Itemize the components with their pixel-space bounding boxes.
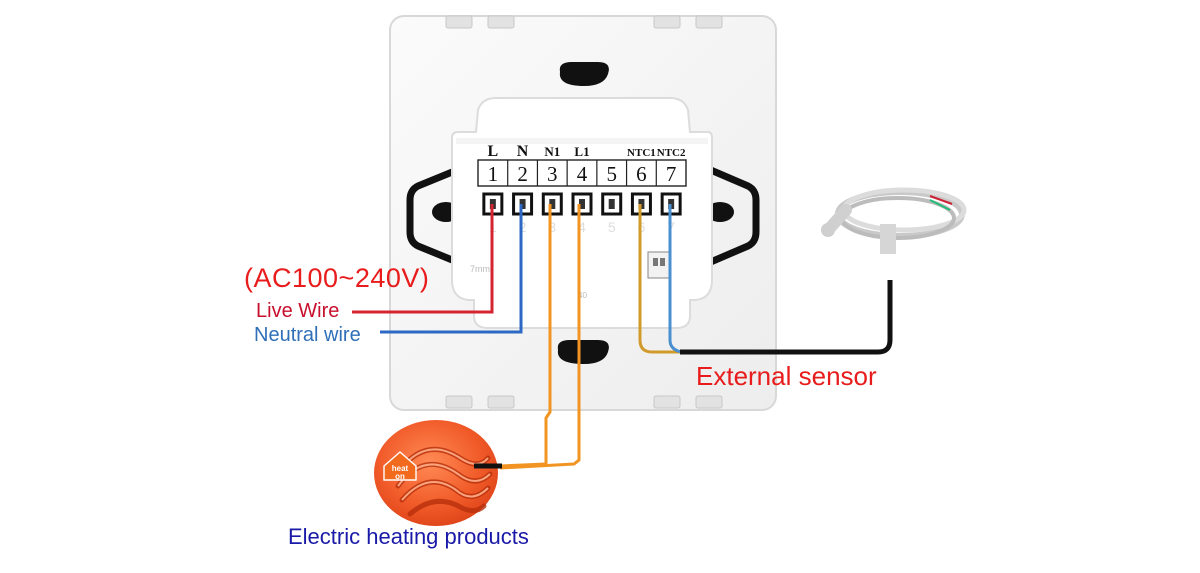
terminal-number: 3 bbox=[547, 162, 558, 186]
terminal-embossed-number: 3 bbox=[548, 219, 556, 235]
heat-badge-line1: heat bbox=[392, 464, 409, 473]
terminal-embossed-number: 5 bbox=[608, 219, 616, 235]
terminal-number: 4 bbox=[577, 162, 588, 186]
heating-products-label: Electric heating products bbox=[288, 524, 529, 549]
external-sensor-probe bbox=[796, 144, 986, 280]
terminal-label: NTC1 bbox=[627, 147, 656, 159]
terminal-label: N1 bbox=[544, 144, 560, 159]
terminal-number: 5 bbox=[606, 162, 617, 186]
left-mount-ear bbox=[406, 164, 464, 268]
sensor-wire-ntc1 bbox=[638, 204, 688, 354]
terminal-label: NTC2 bbox=[657, 147, 686, 159]
module-mark-2: 40 bbox=[578, 291, 587, 300]
neutral-wire-label: Neutral wire bbox=[254, 324, 361, 346]
terminal-embossed-number: 6 bbox=[638, 219, 646, 235]
live-wire bbox=[352, 204, 494, 314]
terminal-screw bbox=[549, 199, 556, 209]
sensor-connector bbox=[647, 251, 671, 279]
terminal-label: N bbox=[517, 143, 529, 160]
terminal-screw bbox=[608, 199, 615, 209]
terminal-screw bbox=[519, 199, 526, 209]
right-mount-ear bbox=[704, 164, 760, 268]
plate-tabs bbox=[445, 15, 723, 409]
terminal-number: 7 bbox=[666, 162, 677, 186]
load-wire-l1 bbox=[499, 204, 581, 470]
external-sensor-label: External sensor bbox=[696, 361, 877, 391]
load-wire-n1 bbox=[499, 204, 552, 468]
terminal-number: 6 bbox=[636, 162, 647, 186]
live-wire-label: Live Wire bbox=[256, 300, 340, 322]
terminal-screw bbox=[579, 199, 585, 209]
electric-heating-element: heat on bbox=[374, 420, 498, 526]
terminal-label: L bbox=[488, 143, 499, 160]
terminal-strip bbox=[477, 159, 687, 187]
terminal-embossed-number: 2 bbox=[519, 219, 527, 235]
terminal-embossed-number: 4 bbox=[578, 219, 586, 235]
module-mark: 7mm bbox=[470, 264, 490, 274]
top-mount-slot bbox=[559, 62, 609, 86]
sensor-cable bbox=[680, 250, 893, 355]
terminal-number: 1 bbox=[488, 162, 499, 186]
neutral-wire bbox=[380, 204, 523, 334]
bottom-mount-slot bbox=[557, 340, 609, 364]
voltage-label: (AC100~240V) bbox=[244, 263, 430, 293]
heat-badge-line2: on bbox=[395, 472, 405, 481]
terminal-label: L1 bbox=[574, 144, 589, 159]
terminal-number: 2 bbox=[517, 162, 528, 186]
